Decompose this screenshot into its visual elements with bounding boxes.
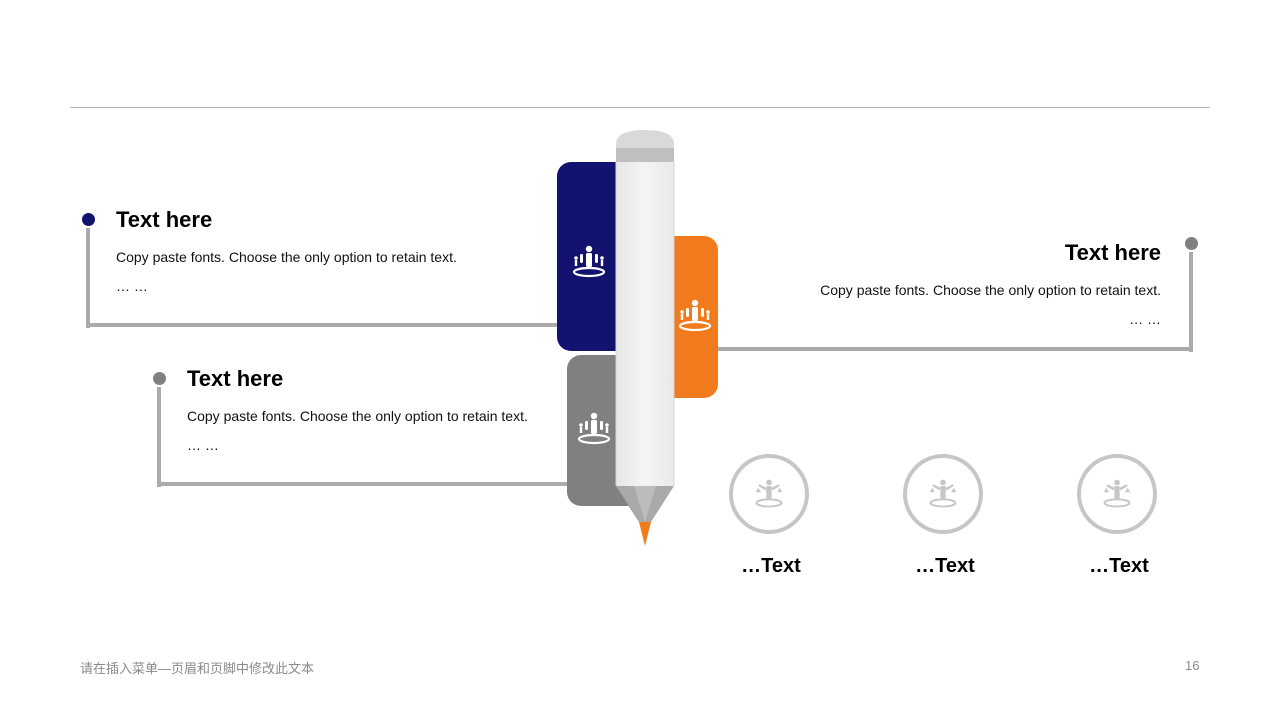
circle-badge-3 (1077, 454, 1157, 534)
item2-bullet-dot (153, 372, 166, 385)
people-balance-icon (577, 412, 611, 445)
page-number: 16 (1185, 658, 1200, 673)
item1-connector-horizontal (86, 323, 558, 327)
item2-title: Text here (187, 366, 284, 391)
people-balance-icon (572, 245, 606, 278)
people-balance-icon (929, 479, 957, 508)
people-balance-icon (1103, 479, 1131, 508)
item3-connector-horizontal (716, 347, 1193, 351)
circle-label-3: …Text (1089, 555, 1149, 577)
header-divider (70, 107, 1210, 108)
item1-body: Copy paste fonts. Choose the only option… (116, 249, 457, 265)
item1-connector-vertical (86, 228, 90, 328)
item3-body: Copy paste fonts. Choose the only option… (820, 282, 1161, 298)
item3-bullet-dot (1185, 237, 1198, 250)
pencil-graphic (615, 130, 675, 546)
footer-text: 请在插入菜单—页眉和页脚中修改此文本 (80, 661, 315, 676)
item2-ellipsis: … … (187, 437, 219, 453)
circle-label-2: …Text (915, 555, 975, 577)
item2-connector-horizontal (157, 482, 569, 486)
item1-ellipsis: … … (116, 278, 148, 294)
circle-label-1: …Text (741, 555, 801, 577)
circle-badge-2 (903, 454, 983, 534)
people-balance-icon (678, 299, 712, 332)
circle-badge-1 (729, 454, 809, 534)
item2-connector-vertical (157, 387, 161, 487)
item3-ellipsis: … … (1129, 311, 1161, 327)
item1-bullet-dot (82, 213, 95, 226)
item1-title: Text here (116, 207, 213, 232)
item2-body: Copy paste fonts. Choose the only option… (187, 408, 528, 424)
item3-connector-vertical (1189, 252, 1193, 352)
people-balance-icon (755, 479, 783, 508)
item3-title: Text here (1064, 240, 1161, 265)
